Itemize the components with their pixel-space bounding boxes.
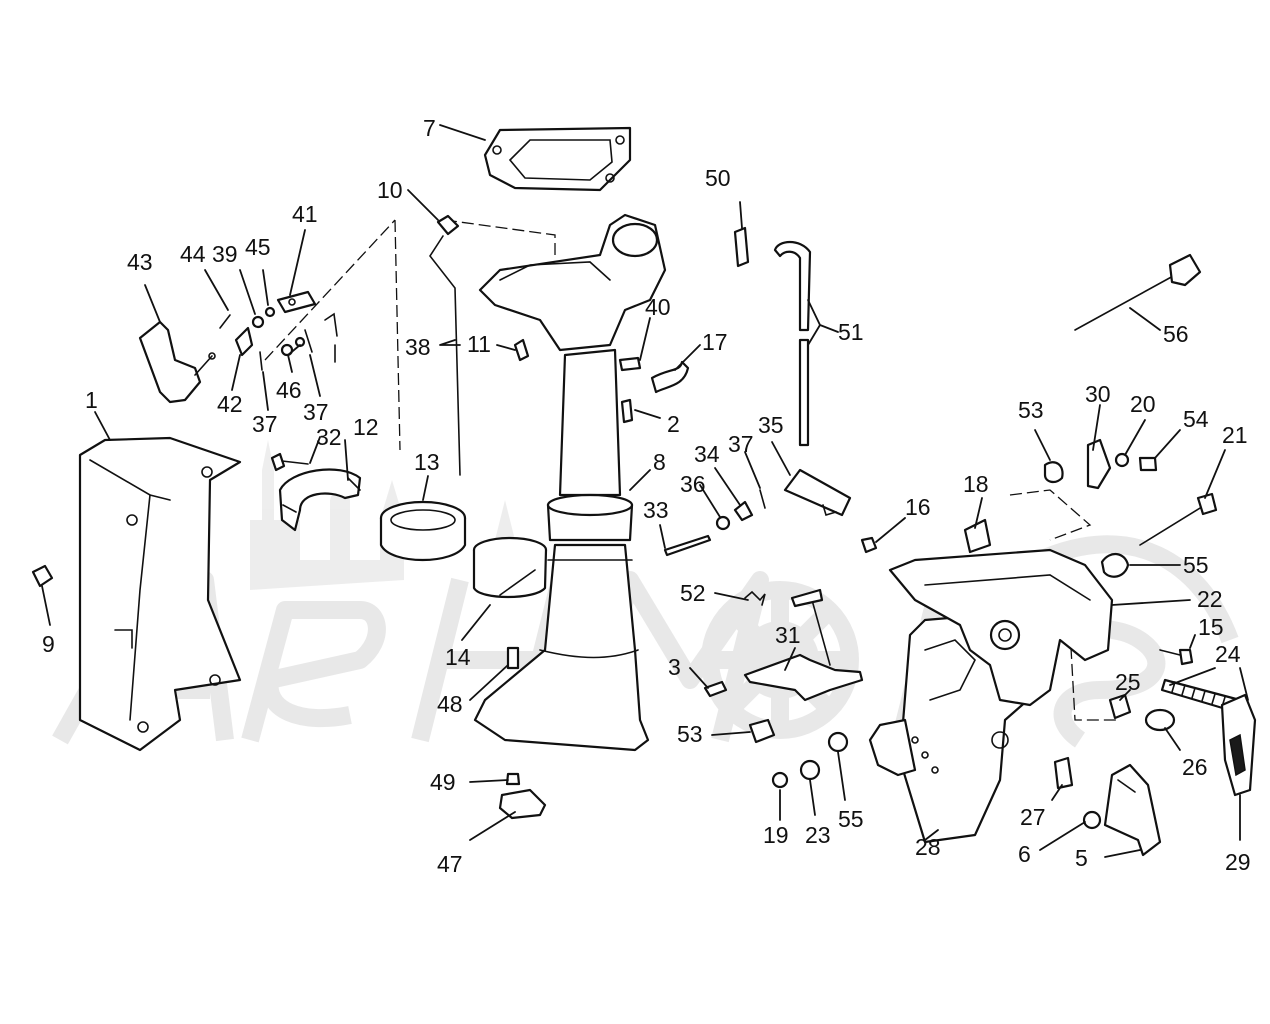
- callout-22: 22: [1197, 586, 1223, 612]
- callout-16: 16: [905, 494, 931, 520]
- part-5-6-27-hardware: [1053, 756, 1162, 857]
- callout-3: 3: [668, 654, 681, 680]
- callout-37-left: 37: [252, 411, 278, 437]
- callout-26: 26: [1182, 754, 1208, 780]
- callout-31: 31: [775, 622, 801, 648]
- callout-43: 43: [127, 249, 153, 275]
- callout-2: 2: [667, 411, 680, 437]
- assembly-guide-lines: [264, 219, 1120, 721]
- callout-27: 27: [1020, 804, 1046, 830]
- callout-20: 20: [1130, 391, 1156, 417]
- callout-labels: 1 2 3 5 6 7 8 9 10 11 12 13 14 15 16 17 …: [42, 115, 1251, 877]
- callout-35: 35: [758, 412, 784, 438]
- callout-17: 17: [702, 329, 728, 355]
- part-32-bolt: [270, 452, 309, 472]
- callout-46: 46: [276, 377, 302, 403]
- callout-48: 48: [437, 691, 463, 717]
- callout-24: 24: [1215, 641, 1241, 667]
- callout-23: 23: [805, 822, 831, 848]
- part-25-26-hardware: [1108, 693, 1176, 732]
- part-43-handle: [138, 320, 216, 404]
- callout-28: 28: [915, 834, 941, 860]
- part-52-spring: [744, 590, 766, 606]
- callout-53-lower: 53: [677, 721, 703, 747]
- callout-55-lower: 55: [838, 806, 864, 832]
- callout-50: 50: [705, 165, 731, 191]
- callout-6: 6: [1018, 841, 1031, 867]
- part-1-lower-cover: [78, 436, 242, 752]
- part-35-bracket: [783, 468, 852, 517]
- callout-37-upper: 37: [728, 431, 754, 457]
- callout-21: 21: [1222, 422, 1248, 448]
- callout-8: 8: [653, 449, 666, 475]
- callout-29: 29: [1225, 849, 1251, 875]
- small-screws: [513, 338, 642, 424]
- callout-37-right: 37: [303, 399, 329, 425]
- callout-38: 38: [405, 334, 431, 360]
- part-17-clip: [650, 360, 690, 394]
- callout-41: 41: [292, 201, 318, 227]
- callout-11: 11: [467, 331, 491, 357]
- callout-44: 44: [180, 241, 206, 267]
- callout-12: 12: [353, 414, 379, 440]
- callout-1: 1: [85, 387, 98, 413]
- part-13-seal-ring: [379, 500, 467, 561]
- part-16-nut: [860, 536, 878, 554]
- part-31-shift-lever: [743, 588, 864, 702]
- pin-and-washers: [663, 489, 766, 557]
- part-21-bolt: [1139, 492, 1218, 546]
- callout-19: 19: [763, 822, 789, 848]
- part-14-grommet: [472, 536, 548, 599]
- callout-25: 25: [1115, 669, 1141, 695]
- callout-10: 10: [377, 177, 403, 203]
- part-53-bushing: [748, 718, 776, 744]
- part-51-hose: [773, 240, 812, 447]
- callout-45: 45: [245, 234, 271, 260]
- linkage-hardware: [219, 290, 338, 371]
- part-8-exhaust-housing: [473, 213, 667, 752]
- lower-hardware: [771, 731, 849, 789]
- callout-47: 47: [437, 851, 463, 877]
- callout-5: 5: [1075, 845, 1088, 871]
- callout-40: 40: [645, 294, 671, 320]
- callout-15: 15: [1198, 614, 1224, 640]
- part-9-screw: [31, 564, 54, 588]
- part-3-key: [703, 680, 728, 698]
- callout-55-upper: 55: [1183, 552, 1209, 578]
- part-56-cable: [1074, 253, 1202, 331]
- part-7-gasket: [483, 126, 632, 192]
- callout-39: 39: [212, 241, 238, 267]
- callout-32: 32: [316, 424, 342, 450]
- callout-54: 54: [1183, 406, 1209, 432]
- part-38-shift-rod: [429, 214, 461, 476]
- callout-14: 14: [445, 644, 471, 670]
- callout-52: 52: [680, 580, 706, 606]
- part-50-fitting: [733, 226, 750, 268]
- part-55-upper-bushing: [1100, 553, 1130, 578]
- callout-56: 56: [1163, 321, 1189, 347]
- callout-42: 42: [217, 391, 243, 417]
- part-12-clamp: [278, 468, 362, 532]
- callout-7: 7: [423, 115, 436, 141]
- upper-right-hardware: [1043, 438, 1158, 490]
- callout-53-upper: 53: [1018, 397, 1044, 423]
- part-29-tilt-lever: [1220, 693, 1257, 797]
- part-22-swivel-bracket: [888, 518, 1114, 707]
- part-15-bolt: [1159, 648, 1194, 666]
- callout-9: 9: [42, 631, 55, 657]
- callout-49: 49: [430, 769, 456, 795]
- callout-33: 33: [643, 497, 669, 523]
- callout-36: 36: [680, 471, 706, 497]
- leader-lines: [41, 124, 1249, 858]
- callout-34: 34: [694, 441, 720, 467]
- callout-18: 18: [963, 471, 989, 497]
- callout-13: 13: [414, 449, 440, 475]
- callout-51: 51: [838, 319, 864, 345]
- callout-30: 30: [1085, 381, 1111, 407]
